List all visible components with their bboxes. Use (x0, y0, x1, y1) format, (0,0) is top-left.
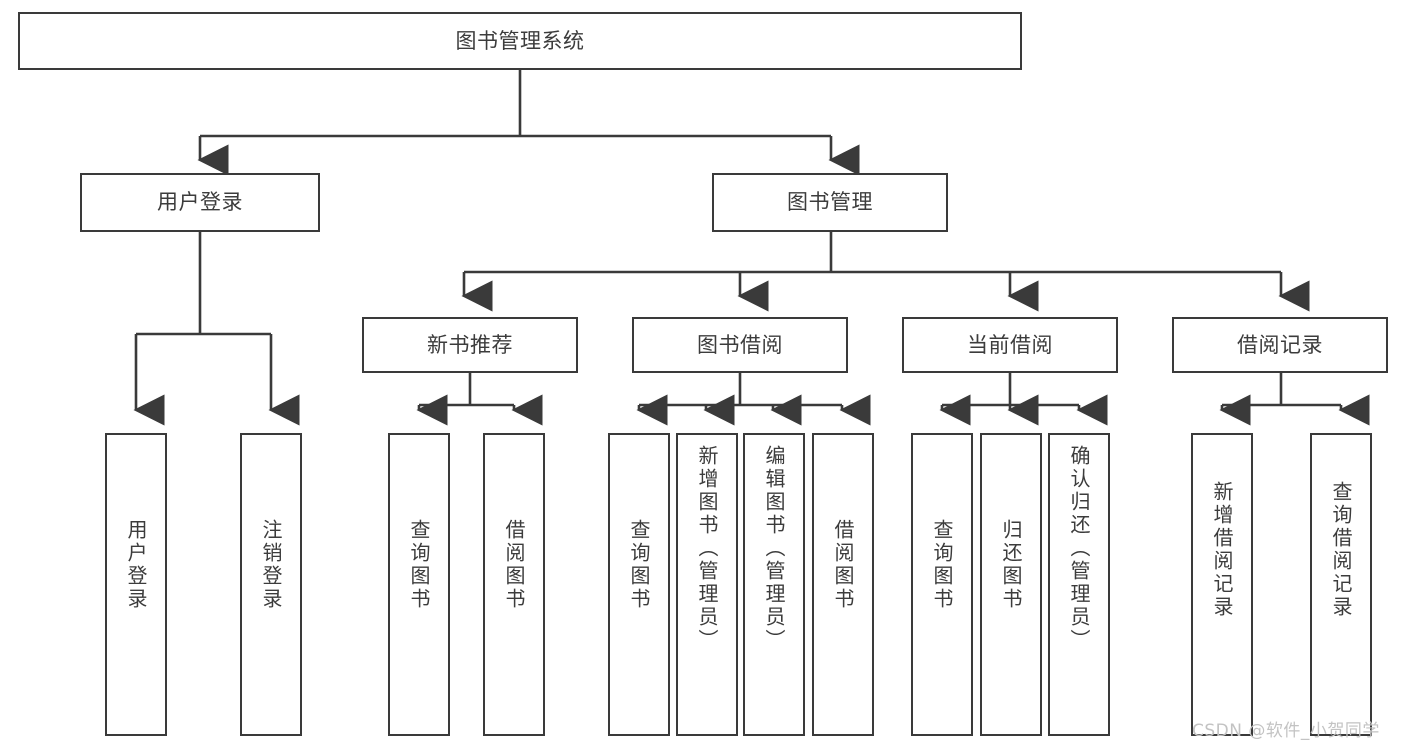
leaf-edit-book-admin[interactable]: 编辑图书（管理员） (743, 433, 805, 736)
leaf-query-book-1-label: 查询图书 (407, 519, 431, 611)
node-book-management[interactable]: 图书管理 (712, 173, 948, 232)
leaf-user-login[interactable]: 用户登录 (105, 433, 167, 736)
leaf-confirm-return-admin[interactable]: 确认归还（管理员） (1048, 433, 1110, 736)
node-current-borrow-label: 当前借阅 (967, 332, 1053, 357)
leaf-borrow-book-1-label: 借阅图书 (502, 519, 526, 611)
leaf-logout[interactable]: 注销登录 (240, 433, 302, 736)
node-root[interactable]: 图书管理系统 (18, 12, 1022, 70)
node-current-borrow[interactable]: 当前借阅 (902, 317, 1118, 373)
leaf-query-book-3[interactable]: 查询图书 (911, 433, 973, 736)
leaf-confirm-return-admin-label: 确认归还（管理员） (1067, 445, 1091, 652)
node-user-login-label: 用户登录 (157, 190, 243, 215)
leaf-query-borrow-record-label: 查询借阅记录 (1329, 481, 1353, 619)
leaf-return-book-label: 归还图书 (999, 519, 1023, 611)
leaf-add-borrow-record[interactable]: 新增借阅记录 (1191, 433, 1253, 736)
leaf-query-borrow-record[interactable]: 查询借阅记录 (1310, 433, 1372, 736)
leaf-borrow-book-2-label: 借阅图书 (831, 519, 855, 611)
leaf-borrow-book-2[interactable]: 借阅图书 (812, 433, 874, 736)
leaf-add-book-admin-label: 新增图书（管理员） (695, 445, 719, 652)
leaf-user-login-label: 用户登录 (124, 519, 148, 611)
leaf-return-book[interactable]: 归还图书 (980, 433, 1042, 736)
leaf-query-book-2-label: 查询图书 (627, 519, 651, 611)
node-new-book-recommend[interactable]: 新书推荐 (362, 317, 578, 373)
node-user-login[interactable]: 用户登录 (80, 173, 320, 232)
leaf-edit-book-admin-label: 编辑图书（管理员） (762, 445, 786, 652)
node-book-management-label: 图书管理 (787, 190, 873, 215)
node-book-borrow[interactable]: 图书借阅 (632, 317, 848, 373)
node-borrow-record-label: 借阅记录 (1237, 332, 1323, 357)
leaf-query-book-2[interactable]: 查询图书 (608, 433, 670, 736)
node-new-book-recommend-label: 新书推荐 (427, 332, 513, 357)
node-book-borrow-label: 图书借阅 (697, 332, 783, 357)
leaf-query-book-3-label: 查询图书 (930, 519, 954, 611)
leaf-borrow-book-1[interactable]: 借阅图书 (483, 433, 545, 736)
leaf-add-borrow-record-label: 新增借阅记录 (1210, 481, 1234, 619)
leaf-query-book-1[interactable]: 查询图书 (388, 433, 450, 736)
node-root-label: 图书管理系统 (455, 28, 585, 53)
leaf-logout-label: 注销登录 (259, 519, 283, 611)
node-borrow-record[interactable]: 借阅记录 (1172, 317, 1388, 373)
leaf-add-book-admin[interactable]: 新增图书（管理员） (676, 433, 738, 736)
